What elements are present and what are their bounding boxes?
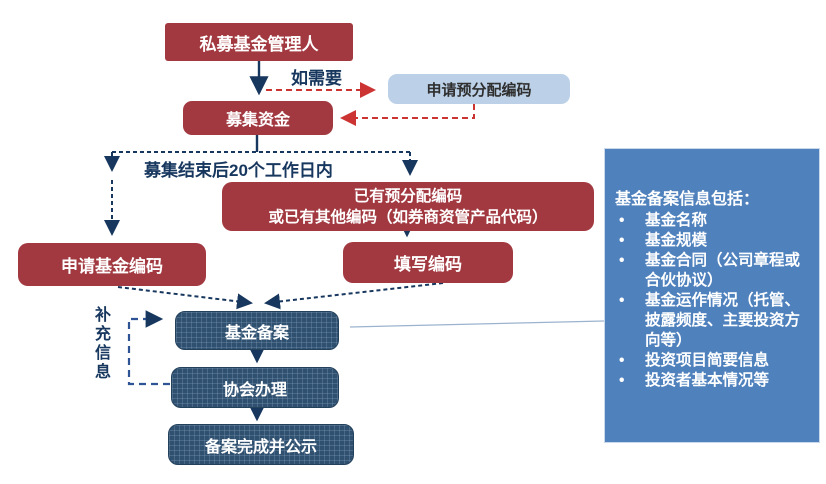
panel-item-text: 基金名称	[645, 212, 708, 229]
bullet-icon: •	[619, 252, 625, 269]
arrow-preallocation-to-raise	[340, 104, 475, 126]
arrow-fillcode-to-filing	[264, 282, 444, 310]
deadline-label: 募集结束后20个工作日内	[144, 161, 333, 180]
panel-item-text: 基金合同（公司章程或合伙协议）	[645, 252, 801, 289]
node-fund-filing: 基金备案	[175, 311, 339, 350]
panel-item-text: 投资项目简要信息	[645, 352, 770, 369]
if-needed-label: 如需要	[291, 69, 342, 88]
node-association-processing: 协会办理	[171, 367, 339, 408]
panel-item: • 基金运作情况（托管、披露频度、主要投资方向等）	[615, 291, 809, 351]
line-filing-to-panel	[349, 320, 605, 328]
bullet-icon: •	[619, 232, 625, 249]
node-fund-manager: 私募基金管理人	[165, 23, 353, 61]
arrow-supplement-loop	[127, 310, 170, 386]
bullet-icon: •	[619, 212, 625, 229]
bullet-icon: •	[619, 292, 625, 309]
panel-item-text: 基金运作情况（托管、披露频度、主要投资方向等）	[645, 292, 801, 349]
node-have-code-line1: 已有预分配编码	[353, 187, 463, 205]
arrow-applycode-to-filing	[117, 286, 253, 310]
node-filing-completed: 备案完成并公示	[168, 424, 354, 465]
panel-item: • 基金名称	[615, 211, 809, 231]
node-raise-funds: 募集资金	[183, 101, 333, 135]
supplement-info-label: 补充信息	[92, 306, 109, 382]
bullet-icon: •	[619, 372, 625, 389]
panel-title: 基金备案信息包括：	[615, 191, 760, 208]
filing-info-panel: 基金备案信息包括： • 基金名称 • 基金规模 • 基金合同（公司章程或合伙协议…	[604, 148, 820, 443]
node-apply-fund-code: 申请基金编码	[18, 243, 206, 286]
panel-item-list: • 基金名称 • 基金规模 • 基金合同（公司章程或合伙协议） • 基金运作情况…	[615, 211, 809, 391]
bullet-icon: •	[619, 352, 625, 369]
node-have-code-line2: 或已有其他编码（如券商资管产品代码）	[268, 208, 548, 226]
node-have-code: 已有预分配编码 或已有其他编码（如券商资管产品代码）	[222, 182, 594, 231]
node-preallocation-code: 申请预分配编码	[388, 74, 570, 104]
panel-item: • 投资者基本情况等	[615, 371, 809, 391]
panel-item: • 投资项目简要信息	[615, 351, 809, 371]
panel-item: • 基金合同（公司章程或合伙协议）	[615, 251, 809, 291]
panel-item-text: 投资者基本情况等	[645, 372, 770, 389]
panel-item-text: 基金规模	[645, 232, 708, 249]
panel-item: • 基金规模	[615, 231, 809, 251]
node-fill-code: 填写编码	[343, 242, 513, 283]
